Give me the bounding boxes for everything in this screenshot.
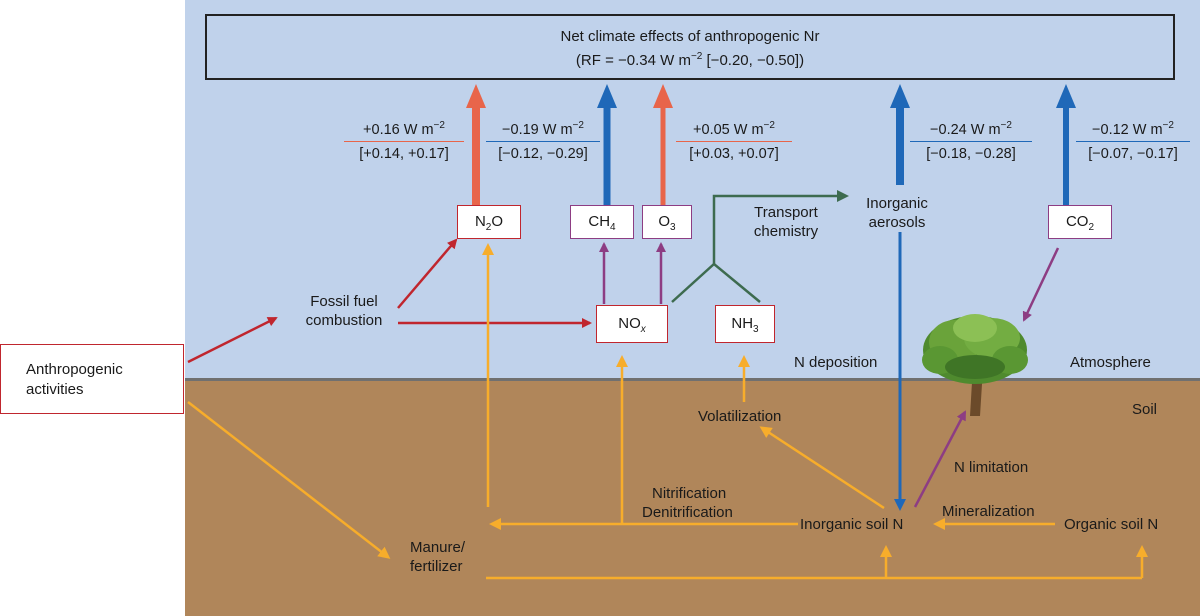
n2o-box: N2O xyxy=(457,205,521,239)
forcing-n2o: +0.16 W m−2 [+0.14, +0.17] xyxy=(344,116,464,164)
fossil-fuel-label: Fossil fuel combustion xyxy=(305,293,383,329)
ground-line xyxy=(185,378,1200,381)
inorganic-aerosols-label: Inorganic aerosols xyxy=(866,195,928,231)
soil-region xyxy=(185,380,1200,616)
transport-chemistry-label: Transport chemistry xyxy=(753,204,819,240)
nh3-box: NH3 xyxy=(715,305,775,343)
tree-icon xyxy=(922,314,1028,416)
denitrification-label: Denitrification xyxy=(642,504,733,521)
inorganic-soil-n-label: Inorganic soil N xyxy=(800,516,904,533)
volatilization-label: Volatilization xyxy=(698,408,782,425)
ch4-box: CH4 xyxy=(570,205,634,239)
atmosphere-label: Atmosphere xyxy=(1070,354,1151,371)
net-climate-effects-box: Net climate effects of anthropogenic Nr … xyxy=(205,14,1175,80)
mineralization-label: Mineralization xyxy=(942,503,1035,520)
nitrification-label: Nitrification xyxy=(652,485,727,502)
organic-soil-n-label: Organic soil N xyxy=(1064,516,1159,533)
o3-box: O3 xyxy=(642,205,692,239)
forcing-co2: −0.12 W m−2 [−0.07, −0.17] xyxy=(1076,116,1190,164)
net-climate-rf: (RF = −0.34 W m−2 [−0.20, −0.50]) xyxy=(575,51,805,69)
forcing-arrows xyxy=(466,84,1076,205)
anthropogenic-activities-box: Anthropogenic activities xyxy=(0,344,184,414)
net-climate-title: Net climate effects of anthropogenic Nr xyxy=(560,28,820,45)
nox-box: NOx xyxy=(596,305,668,343)
forcing-o3: +0.05 W m−2 [+0.03, +0.07] xyxy=(676,116,792,164)
manure-fertilizer-label: Manure/ fertilizer xyxy=(410,539,466,575)
forcing-aerosols: −0.24 W m−2 [−0.18, −0.28] xyxy=(910,116,1032,164)
co2-box: CO2 xyxy=(1048,205,1112,239)
forcing-ch4: −0.19 W m−2 [−0.12, −0.29] xyxy=(486,116,600,164)
n-deposition-label: N deposition xyxy=(794,354,878,371)
soil-label: Soil xyxy=(1132,401,1158,418)
n-limitation-label: N limitation xyxy=(954,459,1029,476)
